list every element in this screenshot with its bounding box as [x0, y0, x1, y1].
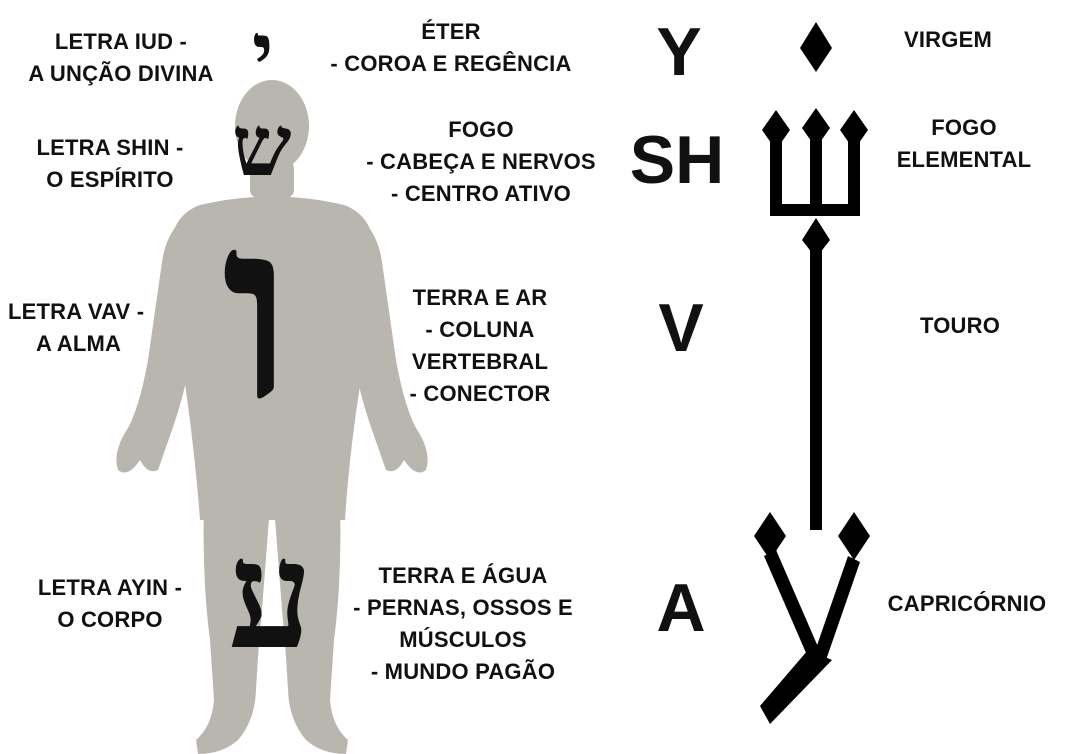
sign-ayin: CAPRICÓRNIO: [872, 588, 1062, 620]
element-line: - CABEÇA E NERVOS: [366, 149, 596, 174]
hebrew-letter-vav: ו: [221, 162, 295, 456]
letter-name-line: LETRA VAV -: [8, 299, 145, 324]
element-line: - MUNDO PAGÃO: [370, 659, 556, 684]
sign-line: ELEMENTAL: [896, 147, 1032, 172]
element-ayin: TERRA E ÁGUA - PERNAS, OSSOS E MÚSCULOS …: [338, 560, 588, 688]
letter-name-vav: LETRA VAV - A ALMA: [8, 296, 184, 360]
letter-name-line: LETRA AYIN -: [37, 575, 183, 600]
sign-iud: VIRGEM: [888, 24, 1008, 56]
latin-letter-sh: SH: [629, 122, 725, 198]
sign-line: VIRGEM: [904, 27, 992, 52]
element-vav: TERRA E AR - COLUNA VERTEBRAL - CONECTOR: [380, 282, 580, 410]
element-line: MÚSCULOS: [399, 627, 527, 652]
element-line: - COROA E REGÊNCIA: [330, 51, 572, 76]
latin-letter-v: V: [658, 290, 704, 366]
element-line: - COLUNA: [425, 317, 535, 342]
sign-line: CAPRICÓRNIO: [887, 591, 1047, 616]
element-iud: ÉTER - COROA E REGÊNCIA: [306, 16, 596, 80]
letter-name-line: A ALMA: [36, 331, 122, 356]
sign-vav: TOURO: [900, 310, 1020, 342]
letter-name-ayin: LETRA AYIN - O CORPO: [10, 572, 210, 636]
element-line: ÉTER: [421, 19, 481, 44]
hebrew-letter-shin: ש: [232, 96, 292, 195]
sign-line: FOGO: [931, 115, 997, 140]
element-line: - CENTRO ATIVO: [390, 181, 571, 206]
letter-name-shin: LETRA SHIN - O ESPÍRITO: [10, 132, 210, 196]
element-line: TERRA E AR: [412, 285, 548, 310]
letter-name-line: LETRA IUD -: [54, 29, 188, 54]
sign-line: TOURO: [919, 313, 1001, 338]
latin-letter-y: Y: [656, 14, 702, 90]
hebrew-letter-ayin: ע: [228, 507, 313, 683]
element-line: VERTEBRAL: [411, 349, 549, 374]
letter-name-line: O CORPO: [57, 607, 163, 632]
element-line: TERRA E ÁGUA: [378, 563, 548, 588]
element-line: - CONECTOR: [409, 381, 551, 406]
letter-name-line: O ESPÍRITO: [46, 167, 174, 192]
element-shin: FOGO - CABEÇA E NERVOS - CENTRO ATIVO: [336, 114, 626, 210]
letter-name-line: A UNÇÃO DIVINA: [28, 61, 214, 86]
element-line: FOGO: [448, 117, 514, 142]
letter-name-iud: LETRA IUD - A UNÇÃO DIVINA: [8, 26, 234, 90]
element-line: - PERNAS, OSSOS E: [353, 595, 573, 620]
hebrew-letter-iud: י: [252, 5, 274, 101]
letter-name-line: LETRA SHIN -: [36, 135, 184, 160]
latin-letter-a: A: [656, 570, 706, 646]
sign-shin: FOGO ELEMENTAL: [884, 112, 1044, 176]
